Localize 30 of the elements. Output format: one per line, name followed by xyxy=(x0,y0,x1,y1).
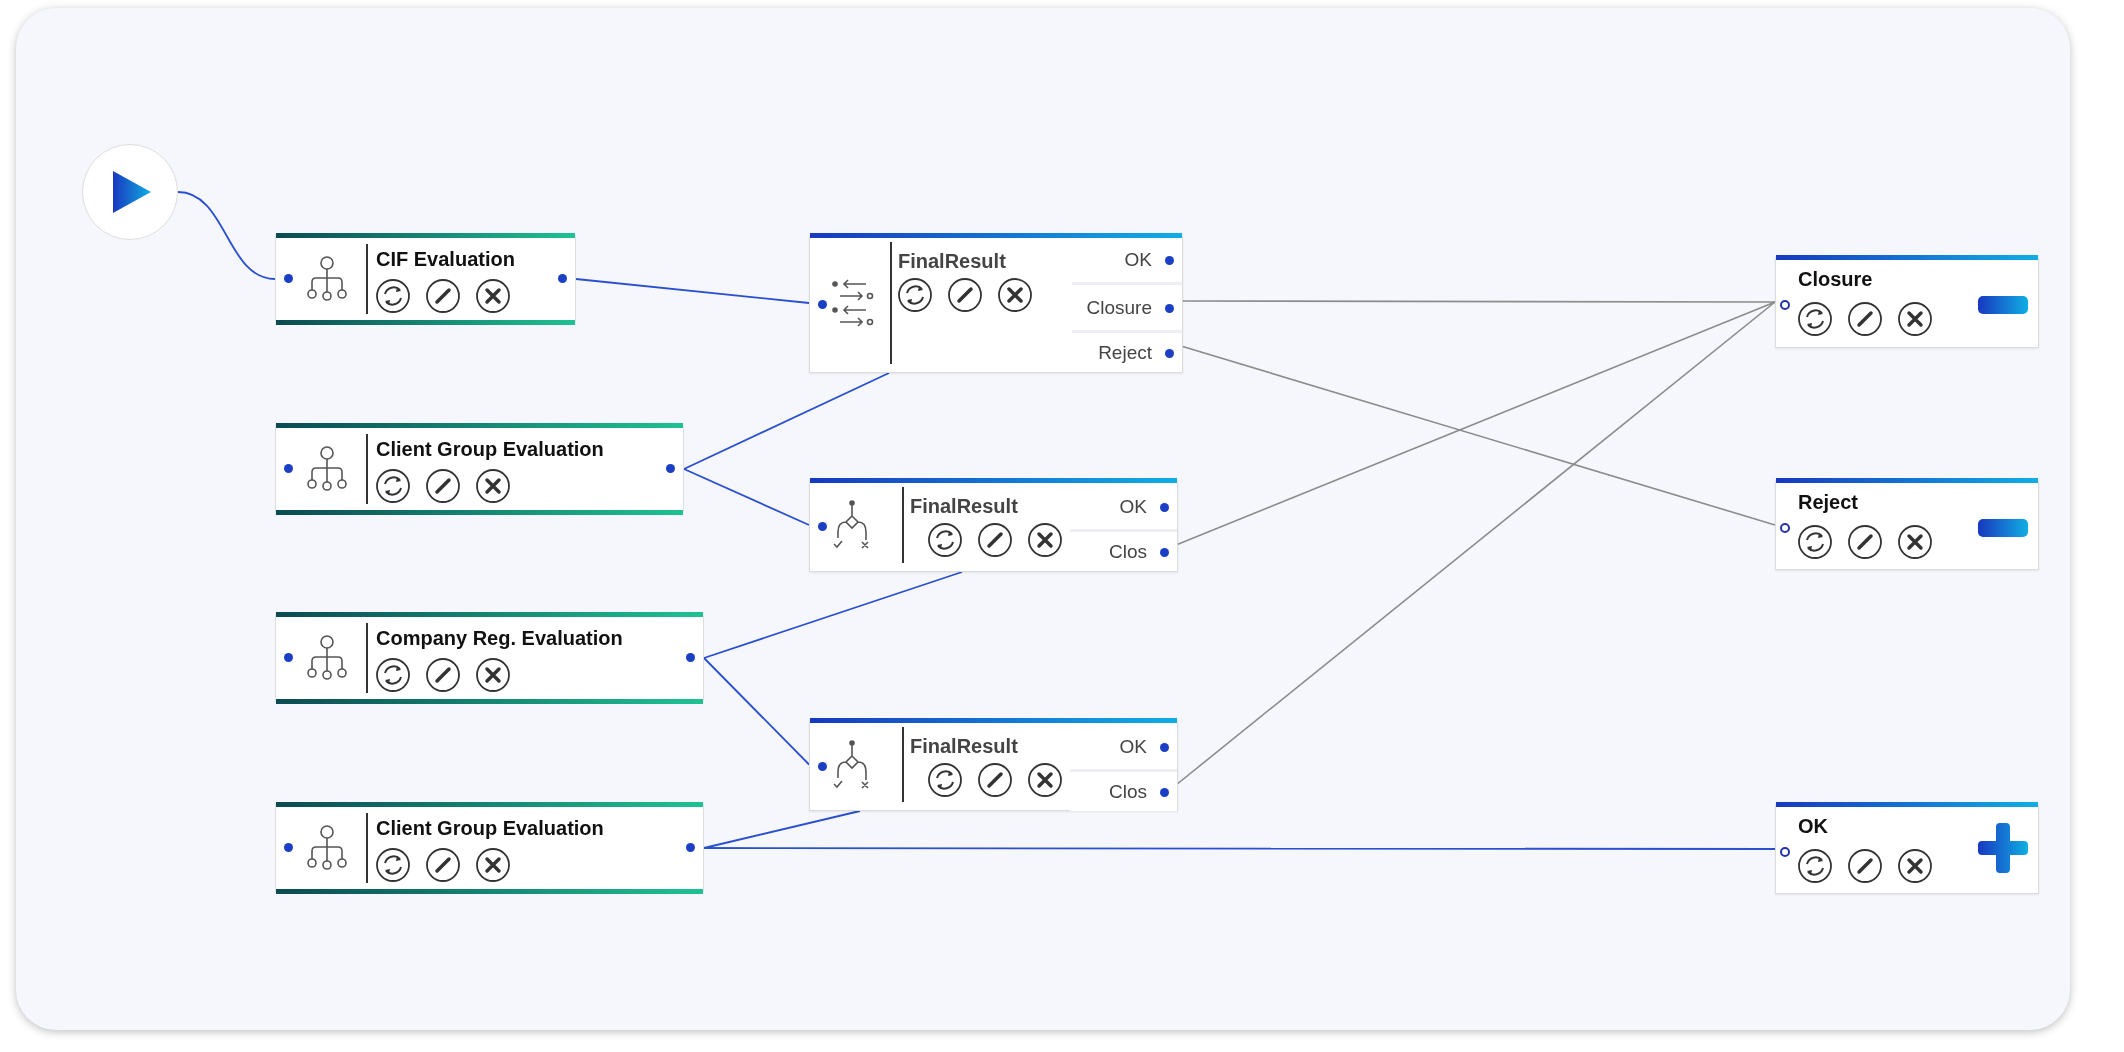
output-port xyxy=(1070,529,1177,571)
node-title: FinalResult xyxy=(910,735,1018,758)
port-label: OK xyxy=(1119,496,1147,518)
node-title: Client Group Evaluation xyxy=(376,438,604,461)
node-title: OK xyxy=(1798,815,1828,838)
output-port xyxy=(1072,282,1182,330)
connector xyxy=(683,468,810,526)
output-port xyxy=(1070,769,1177,811)
output-port xyxy=(1072,330,1182,372)
port-label: Clos xyxy=(1109,540,1147,563)
connector xyxy=(575,278,810,304)
port-label: Reject xyxy=(1098,341,1152,364)
connector xyxy=(703,571,963,659)
node-title: Closure xyxy=(1798,268,1873,291)
output-port xyxy=(1072,238,1182,282)
node-title: CIF Evaluation xyxy=(376,248,515,271)
node-title: FinalResult xyxy=(898,250,1006,273)
node-title: FinalResult xyxy=(910,495,1018,518)
node-title: Reject xyxy=(1798,491,1859,514)
connector xyxy=(683,372,890,470)
node-title: Company Reg. Evaluation xyxy=(376,627,623,650)
connector xyxy=(177,191,276,280)
connector xyxy=(703,847,1776,850)
port-label: Closure xyxy=(1086,296,1152,319)
node-title: Client Group Evaluation xyxy=(376,817,604,840)
port-label: OK xyxy=(1124,249,1152,271)
connector xyxy=(703,810,861,849)
port-label: Clos xyxy=(1109,780,1147,803)
connector xyxy=(703,657,810,766)
port-label: OK xyxy=(1119,736,1147,758)
